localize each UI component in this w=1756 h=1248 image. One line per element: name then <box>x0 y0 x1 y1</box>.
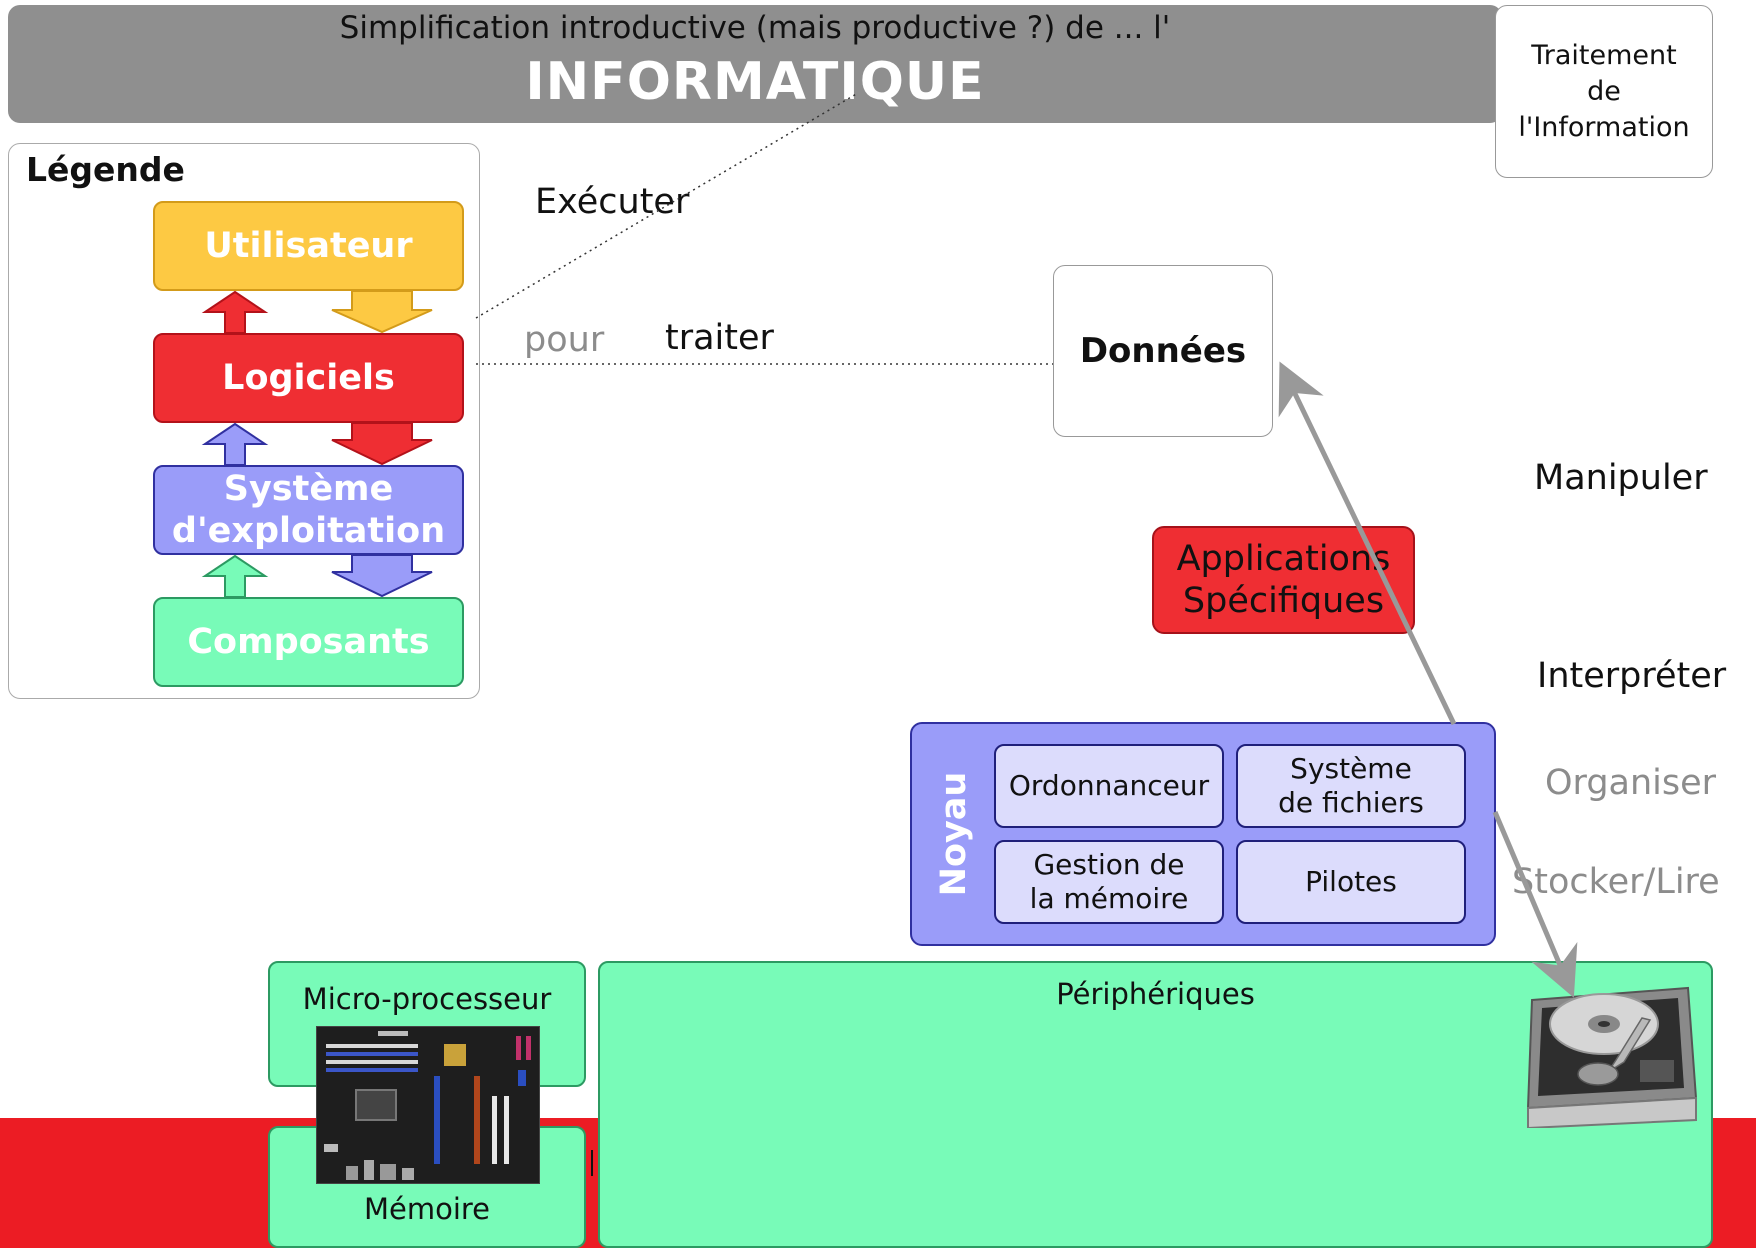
traitement-line1: Traitement <box>1531 39 1677 71</box>
verb-pour: pour <box>524 320 605 360</box>
verb-executer: Exécuter <box>535 182 690 222</box>
verb-organiser: Organiser <box>1545 763 1717 803</box>
noyau-pilotes-label: Pilotes <box>1305 865 1397 898</box>
title-subtitle: Simplification introductive (mais produc… <box>339 10 1171 46</box>
donnees-label: Données <box>1079 331 1247 371</box>
noyau-gestion-memoire: Gestion de la mémoire <box>994 840 1224 924</box>
applications-line1: Applications <box>1176 539 1391 579</box>
page-title: INFORMATIQUE <box>525 52 985 112</box>
legend-systeme: Système d'exploitation <box>153 465 464 555</box>
verb-traiter: traiter <box>665 318 774 358</box>
noyau-ordonnanceur: Ordonnanceur <box>994 744 1224 828</box>
verb-stocker-lire: Stocker/Lire <box>1512 862 1720 902</box>
traitement-line2: de <box>1587 75 1621 107</box>
noyau-fichiers-line1: Système <box>1290 752 1412 785</box>
traitement-box: Traitement de l'Information <box>1495 5 1713 178</box>
verb-interpreter: Interpréter <box>1537 656 1727 696</box>
legend-title: Légende <box>26 150 185 189</box>
peripheriques-label: Périphériques <box>1056 977 1255 1011</box>
applications-line2: Spécifiques <box>1182 581 1385 621</box>
memoire-label: Mémoire <box>363 1192 491 1226</box>
noyau-fichiers-line2: de fichiers <box>1278 786 1424 819</box>
hard-disk-icon <box>1526 986 1698 1128</box>
legend-logiciels-label: Logiciels <box>222 358 395 398</box>
traitement-line3: l'Information <box>1518 111 1690 143</box>
legend-systeme-label-2: d'exploitation <box>171 511 446 551</box>
noyau-memoire-line2: la mémoire <box>1029 882 1189 915</box>
noyau-systeme-fichiers: Système de fichiers <box>1236 744 1466 828</box>
legend-logiciels: Logiciels <box>153 333 464 423</box>
legend-utilisateur-label: Utilisateur <box>204 226 413 266</box>
noyau-ordonnanceur-label: Ordonnanceur <box>1008 769 1210 802</box>
motherboard-icon <box>316 1026 540 1184</box>
micro-processeur-label: Micro-processeur <box>302 982 552 1016</box>
legend-utilisateur: Utilisateur <box>153 201 464 291</box>
legend-systeme-label-1: Système <box>223 469 394 509</box>
noyau-memoire-line1: Gestion de <box>1033 848 1185 881</box>
donnees-box: Données <box>1053 265 1273 437</box>
legend-composants-label: Composants <box>187 622 430 662</box>
verb-manipuler: Manipuler <box>1534 458 1708 498</box>
applications-box: Applications Spécifiques <box>1152 526 1415 634</box>
legend-composants: Composants <box>153 597 464 687</box>
noyau-pilotes: Pilotes <box>1236 840 1466 924</box>
noyau-label: Noyau <box>934 771 974 897</box>
